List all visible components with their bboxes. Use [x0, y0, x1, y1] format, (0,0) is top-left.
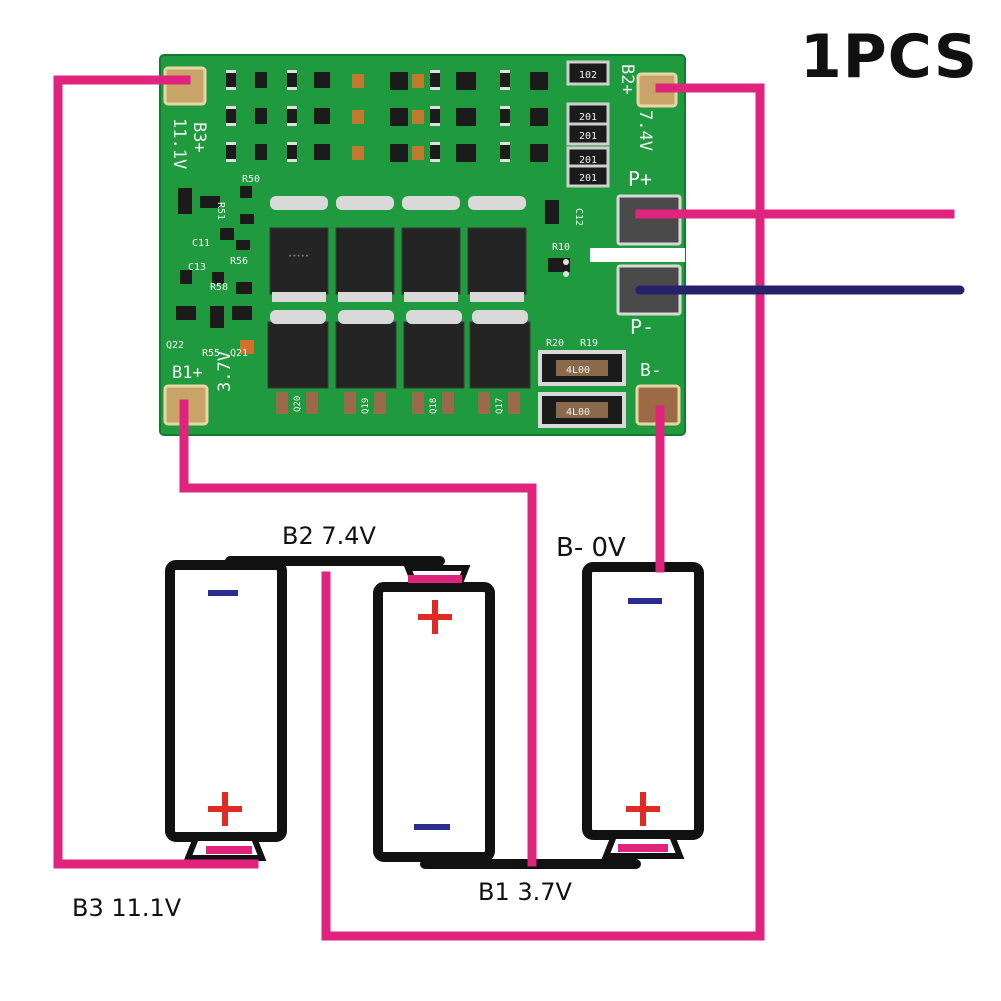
svg-text:∙∙∙∙∙: ∙∙∙∙∙: [288, 252, 309, 260]
svg-text:R19: R19: [580, 338, 598, 349]
svg-text:R50: R50: [242, 174, 260, 185]
bminus-voltage-label: B- 0V: [556, 533, 626, 563]
b2-voltage-label: B2 7.4V: [282, 522, 377, 550]
svg-text:C12: C12: [573, 208, 584, 226]
plus-terminal-icon: [208, 792, 242, 826]
svg-text:Q19: Q19: [361, 398, 371, 414]
svg-text:R55: R55: [202, 348, 220, 359]
b1-wire: [179, 399, 537, 867]
plus-terminal-icon: [418, 600, 452, 634]
svg-text:11.1V: 11.1V: [169, 118, 189, 169]
battery-cell-1: [165, 560, 287, 861]
svg-text:P-: P-: [630, 315, 654, 339]
svg-text:R51: R51: [215, 202, 226, 220]
svg-text:Q20: Q20: [293, 396, 303, 412]
svg-text:201: 201: [579, 112, 597, 123]
svg-text:R58: R58: [210, 282, 228, 293]
svg-text:Q18: Q18: [429, 398, 439, 414]
b1-voltage-label: B1 3.7V: [478, 878, 573, 906]
plus-terminal-icon: [626, 792, 660, 826]
b3-voltage-label: B3 11.1V: [72, 894, 182, 922]
minus-terminal-icon: [208, 590, 238, 596]
svg-text:C11: C11: [192, 238, 210, 249]
svg-text:B1+: B1+: [172, 363, 203, 383]
svg-text:B3+: B3+: [189, 122, 209, 153]
battery-cell-2: [373, 565, 495, 862]
right-passive-components: [545, 200, 570, 277]
svg-text:R10: R10: [552, 242, 570, 253]
battery-cell-3: [582, 562, 704, 859]
svg-text:B-: B-: [640, 360, 662, 381]
svg-text:201: 201: [579, 173, 597, 184]
shunt-resistors: 4L00 4L00: [538, 350, 626, 428]
left-passive-components: [176, 186, 254, 354]
b3-wire: [53, 75, 259, 869]
svg-text:7.4V: 7.4V: [635, 110, 655, 151]
b2-wire: [321, 83, 765, 941]
svg-text:C13: C13: [188, 262, 206, 273]
svg-text:B2+: B2+: [617, 64, 637, 95]
protection-ic-array: [226, 70, 548, 162]
minus-terminal-icon: [414, 824, 450, 830]
quantity-label: 1PCS: [800, 22, 979, 92]
pcb-gap-marker: [590, 248, 685, 262]
balance-wires: [53, 75, 955, 941]
pcb-silkscreen: B3+ 11.1V B2+ 7.4V B1+ 3.7V P+ P- B- R50…: [166, 64, 662, 414]
smd-resistor-column: 102 201 201 201 201: [566, 60, 610, 188]
svg-text:102: 102: [579, 70, 597, 81]
svg-text:R20: R20: [546, 338, 564, 349]
minus-terminal-icon: [628, 598, 662, 604]
svg-text:Q17: Q17: [495, 398, 505, 414]
bms-pcb-board: 102 201 201 201 201: [159, 54, 686, 436]
mosfet-row-top: ∙∙∙∙∙: [269, 196, 527, 302]
svg-text:201: 201: [579, 155, 597, 166]
svg-text:4L00: 4L00: [566, 365, 590, 376]
svg-text:201: 201: [579, 131, 597, 142]
svg-text:4L00: 4L00: [566, 407, 590, 418]
pplus-pad: [616, 194, 682, 246]
svg-text:Q22: Q22: [166, 340, 184, 351]
svg-text:R56: R56: [230, 256, 248, 267]
svg-text:3.7V: 3.7V: [215, 351, 235, 392]
b3-pad: [163, 66, 207, 106]
svg-text:Q21: Q21: [230, 348, 248, 359]
mosfet-row-bottom: [267, 310, 531, 414]
svg-text:P+: P+: [628, 167, 652, 191]
